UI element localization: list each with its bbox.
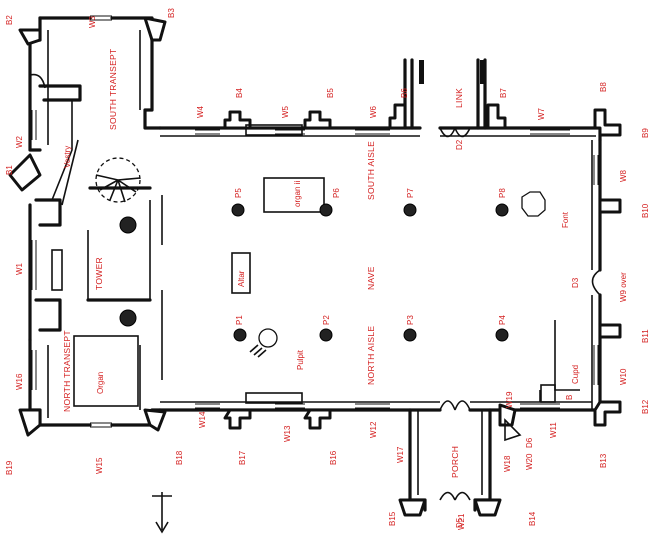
door-labels: D2 D3 D5 D6 [455, 139, 580, 528]
label-w17: W17 [396, 446, 405, 463]
label-w14: W14 [198, 411, 207, 428]
pillar-p1 [233, 328, 247, 342]
label-d6: D6 [525, 437, 534, 448]
window-ticks [31, 15, 599, 428]
label-b4: B4 [235, 88, 244, 98]
label-d3: D3 [571, 277, 580, 288]
label-w18: W18 [503, 455, 512, 472]
fitting-labels: organ ii Altar Pulpit Font Cupd B [237, 181, 580, 400]
label-nave: NAVE [366, 266, 376, 290]
label-link: LINK [454, 88, 464, 108]
label-b11: B11 [641, 329, 650, 343]
label-b9: B9 [641, 128, 650, 138]
fittings [51, 124, 556, 404]
label-w2: W2 [15, 135, 24, 148]
pillar-p4 [495, 328, 509, 342]
pillar-p6 [319, 203, 333, 217]
label-porch: PORCH [450, 446, 460, 478]
label-vestry: Vestry [63, 146, 72, 168]
label-b3: B3 [167, 8, 176, 18]
label-w13: W13 [283, 425, 292, 442]
label-w21: W21 [457, 513, 466, 530]
label-p3: P3 [406, 315, 415, 325]
label-b8: B8 [599, 82, 608, 92]
label-w16: W16 [15, 373, 24, 390]
label-b2: B2 [5, 15, 14, 25]
label-w11: W11 [549, 422, 558, 438]
label-b: B [565, 395, 574, 400]
spiral-stair [95, 157, 522, 442]
label-d2: D2 [455, 139, 464, 150]
label-b6: B6 [400, 88, 409, 98]
label-south-transept: SOUTH TRANSEPT [108, 49, 118, 131]
label-p2: P2 [322, 315, 331, 325]
label-font: Font [561, 211, 570, 228]
label-b17: B17 [238, 450, 247, 465]
door-arcs [29, 73, 601, 501]
label-w9-over: W9 over [619, 272, 628, 302]
label-north-transept: NORTH TRANSEPT [62, 330, 72, 412]
label-p8: P8 [498, 188, 507, 198]
pillars [119, 203, 509, 342]
label-cupd: Cupd [571, 365, 580, 384]
altar-box [231, 252, 251, 294]
label-w7: W7 [537, 107, 546, 120]
label-w5: W5 [281, 105, 290, 118]
pillar-p5 [231, 203, 245, 217]
label-p5: P5 [234, 188, 243, 198]
label-w1: W1 [15, 262, 24, 275]
label-b13: B13 [599, 453, 608, 468]
label-w19: W19 [505, 391, 514, 408]
label-d5: D5 [455, 517, 464, 528]
pillar-labels: P1 P2 P3 P4 P5 P6 P7 P8 [234, 188, 507, 325]
label-p7: P7 [406, 188, 415, 198]
label-b12: B12 [641, 399, 650, 414]
label-b19: B19 [5, 460, 14, 475]
organ-box [263, 177, 325, 213]
label-w6: W6 [369, 105, 378, 118]
label-b1: B1 [5, 165, 14, 175]
label-b18: B18 [175, 450, 184, 465]
north-arrow-icon [152, 492, 172, 534]
label-organ: Organ [96, 372, 105, 394]
room-labels: SOUTH TRANSEPT Vestry TOWER NORTH TRANSE… [62, 49, 464, 479]
window-labels: W1 W2 W3 W4 W5 W6 W7 W8 W9 over W10 W11 … [15, 15, 628, 530]
label-p4: P4 [498, 315, 507, 325]
label-w3: W3 [88, 15, 97, 28]
label-w20: W20 [525, 453, 534, 470]
label-b15: B15 [388, 511, 397, 526]
pillar-p2 [319, 328, 333, 342]
label-south-aisle: SOUTH AISLE [366, 141, 376, 200]
pillar-p3 [403, 328, 417, 342]
label-north-aisle: NORTH AISLE [366, 326, 376, 385]
pillar-p8 [495, 203, 509, 217]
label-pulpit: Pulpit [296, 349, 305, 370]
label-w12: W12 [369, 421, 378, 438]
label-p1: P1 [235, 315, 244, 325]
label-altar: Altar [237, 270, 246, 287]
pulpit-drum [258, 328, 278, 348]
label-b5: B5 [326, 88, 335, 98]
label-w15: W15 [95, 457, 104, 474]
label-b16: B16 [329, 450, 338, 465]
label-b7: B7 [499, 88, 508, 98]
label-w10: W10 [619, 368, 628, 385]
label-tower: TOWER [94, 257, 104, 290]
label-w4: W4 [196, 105, 205, 118]
pillar-p7 [403, 203, 417, 217]
buttress-labels: B1 B2 B3 B4 B5 B6 B7 B8 B9 B10 B11 B12 B… [5, 8, 650, 526]
buttresses-shapes [8, 16, 622, 517]
label-b10: B10 [641, 203, 650, 218]
label-w8: W8 [619, 169, 628, 182]
label-organ-ii: organ ii [293, 181, 302, 207]
label-b14: B14 [528, 511, 537, 526]
font-basin [521, 191, 546, 217]
label-p6: P6 [332, 188, 341, 198]
